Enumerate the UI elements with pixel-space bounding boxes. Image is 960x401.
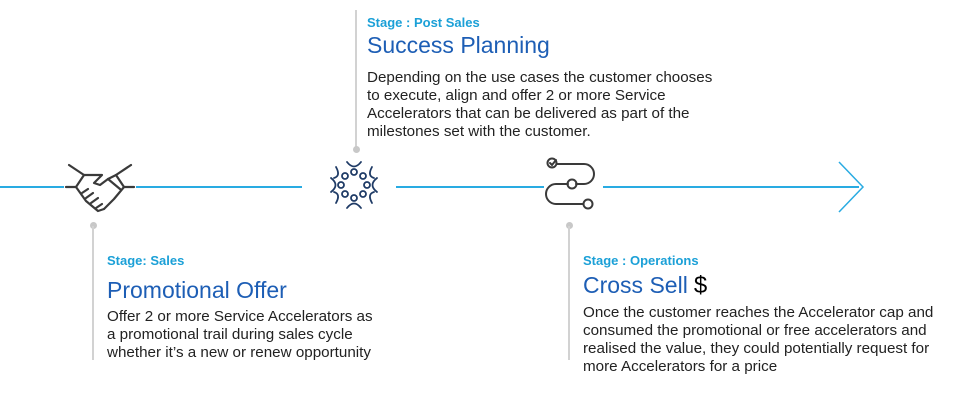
timeline-segment-4 bbox=[603, 186, 859, 188]
stage-title-row: Cross Sell$ bbox=[583, 272, 953, 299]
timeline-segment-1 bbox=[0, 186, 64, 188]
stage-label: Stage : Post Sales bbox=[367, 15, 480, 30]
stage-card-post-sales: Stage : Post Sales Success Planning Depe… bbox=[367, 15, 727, 141]
timeline-segment-2 bbox=[136, 186, 302, 188]
connector-dot-operations bbox=[565, 222, 573, 229]
roadmap-icon bbox=[545, 157, 595, 210]
stage-label: Stage: Sales bbox=[107, 253, 185, 268]
timeline-segment-3 bbox=[396, 186, 544, 188]
connector-operations bbox=[568, 226, 570, 360]
stage-description: Depending on the use cases the customer … bbox=[367, 69, 713, 140]
stage-title: Success Planning bbox=[367, 32, 550, 58]
stage-card-operations: Stage : Operations Cross Sell$ Once the … bbox=[583, 253, 953, 376]
stage-description: Once the customer reaches the Accelerato… bbox=[583, 304, 934, 375]
stage-label: Stage : Operations bbox=[583, 253, 699, 268]
connector-dot-post-sales bbox=[352, 146, 360, 153]
stage-card-sales: Stage: Sales Promotional Offer Offer 2 o… bbox=[107, 253, 377, 362]
arrow-right-icon bbox=[838, 161, 865, 213]
dollar-icon: $ bbox=[693, 272, 708, 299]
community-network-icon bbox=[330, 161, 378, 209]
connector-post-sales bbox=[355, 10, 357, 148]
connector-dot-sales bbox=[89, 222, 97, 229]
handshake-icon bbox=[64, 163, 136, 213]
stage-description: Offer 2 or more Service Accelerators as … bbox=[107, 308, 373, 361]
connector-sales bbox=[92, 226, 94, 360]
stage-title: Promotional Offer bbox=[107, 277, 287, 303]
stage-title: Cross Sell bbox=[583, 272, 688, 298]
